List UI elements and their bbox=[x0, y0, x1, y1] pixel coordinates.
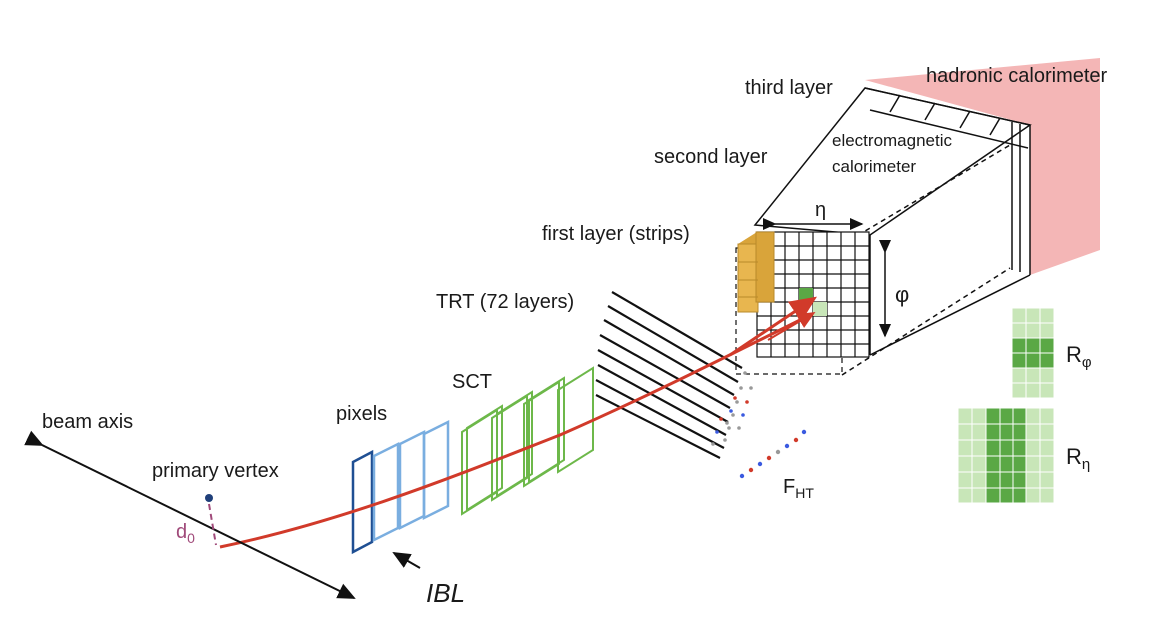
ibl-arrow bbox=[392, 552, 421, 569]
r-phi-label: Rφ bbox=[1066, 342, 1092, 371]
phi-label: φ bbox=[895, 282, 909, 307]
strip-layer bbox=[737, 231, 775, 313]
second-layer-label: second layer bbox=[654, 146, 768, 168]
sct-label: SCT bbox=[452, 371, 492, 393]
em-calorimeter-label-line1: electromagnetic bbox=[832, 131, 953, 150]
r-eta-window bbox=[957, 407, 1055, 504]
primary-vertex-point bbox=[205, 494, 213, 502]
particle-track bbox=[219, 318, 801, 549]
r-eta-label: Rη bbox=[1066, 444, 1090, 473]
pixels-label: pixels bbox=[336, 403, 387, 425]
track-to-cell-arrow bbox=[729, 296, 817, 357]
ibl-label: IBL bbox=[426, 578, 465, 608]
sct-layers bbox=[461, 366, 594, 516]
fht-label: FHT bbox=[783, 476, 814, 501]
beam-axis-label: beam axis bbox=[42, 411, 133, 433]
d0-impact-line bbox=[208, 503, 217, 546]
trt-layers bbox=[595, 291, 743, 459]
third-layer-label: third layer bbox=[745, 77, 833, 99]
hadronic-calorimeter-shape bbox=[865, 58, 1100, 275]
d0-label: d0 bbox=[176, 521, 195, 546]
em-calorimeter-label-line2: calorimeter bbox=[832, 157, 916, 176]
fht-dots bbox=[739, 429, 807, 479]
primary-vertex-label: primary vertex bbox=[152, 460, 279, 482]
trt-label: TRT (72 layers) bbox=[436, 291, 574, 313]
beam-axis-line bbox=[24, 430, 356, 599]
pixel-layers bbox=[351, 419, 450, 555]
eta-label: η bbox=[815, 199, 826, 221]
em-calorimeter-box bbox=[753, 87, 1032, 376]
trt-hits bbox=[711, 371, 753, 446]
hadronic-calorimeter-label: hadronic calorimeter bbox=[926, 65, 1108, 87]
hot-cell-neighbor bbox=[813, 302, 827, 316]
r-phi-window bbox=[1011, 307, 1055, 399]
track-to-strip-arrow bbox=[767, 311, 816, 341]
first-layer-label: first layer (strips) bbox=[542, 223, 690, 245]
